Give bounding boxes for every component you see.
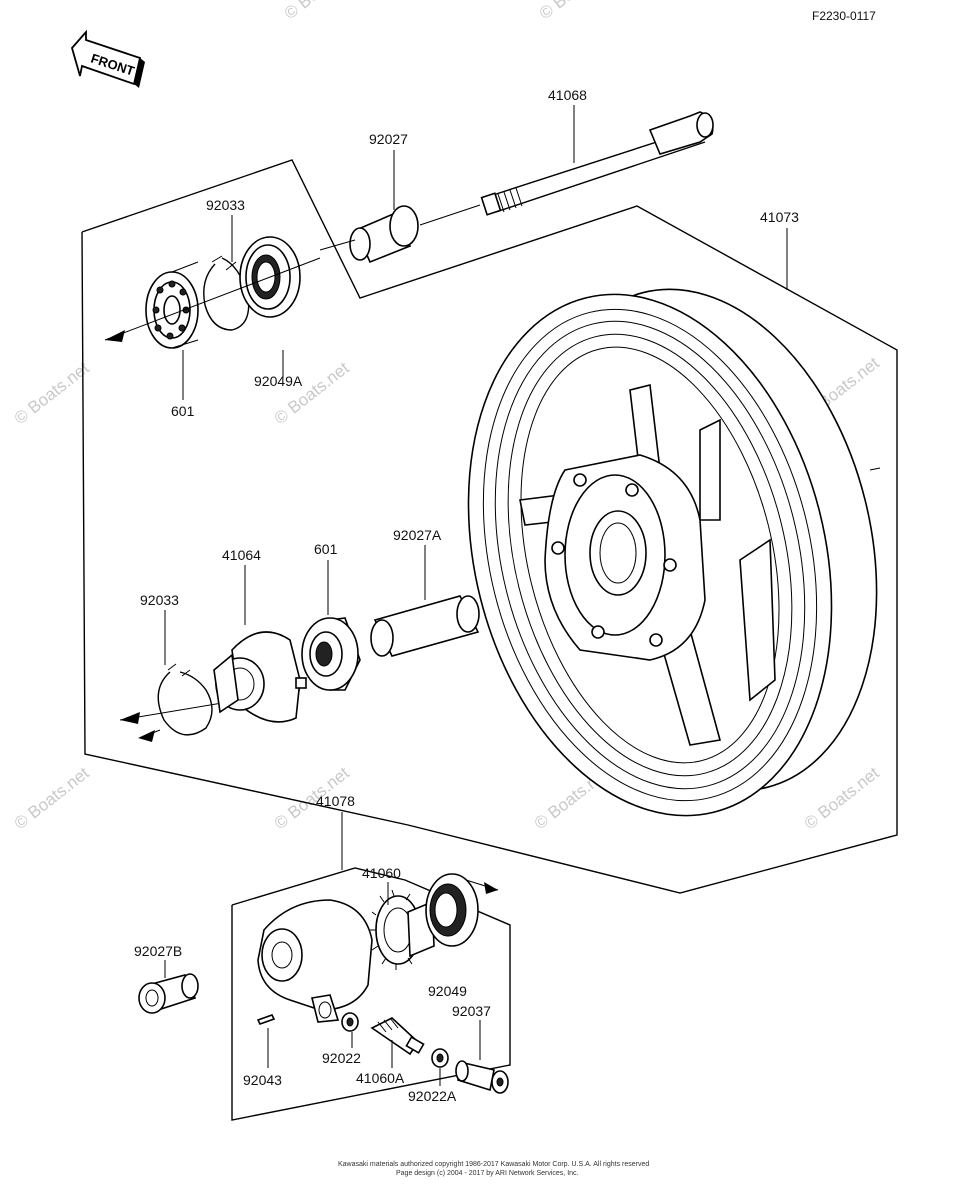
- part-label-601-mid: 601: [314, 541, 338, 557]
- part-label-92049A: 92049A: [254, 373, 303, 389]
- watermark: © Boats.net: [11, 763, 93, 833]
- bearing-601-mid: [301, 617, 361, 691]
- part-label-92027: 92027: [369, 131, 408, 147]
- assembly-outline: [81, 159, 898, 1121]
- part-label-41060A: 41060A: [356, 1070, 405, 1086]
- watermark: © Boats.net: [536, 0, 618, 23]
- footer: Kawasaki materials authorized copyright …: [338, 1161, 649, 1177]
- watermark: © Boats.net: [801, 763, 883, 833]
- part-label-92027B: 92027B: [134, 943, 182, 959]
- part-label-92022A: 92022A: [408, 1088, 457, 1104]
- part-label-41064: 41064: [222, 547, 261, 563]
- copyright-line: Kawasaki materials authorized copyright …: [338, 1161, 649, 1168]
- collar-92027: [319, 204, 481, 264]
- part-label-92043: 92043: [243, 1072, 282, 1088]
- bushing-92027B: [138, 973, 199, 1014]
- part-label-92027A: 92027A: [393, 527, 442, 543]
- reference-code: F2230-0117: [812, 9, 876, 23]
- washer-92022: [341, 1012, 359, 1032]
- part-label-41073: 41073: [760, 209, 799, 225]
- part-label-92033-top: 92033: [206, 197, 245, 213]
- part-label-41068: 41068: [548, 87, 587, 103]
- part-label-92049: 92049: [428, 983, 467, 999]
- part-label-41060: 41060: [362, 865, 401, 881]
- bearing-601-top: [145, 261, 199, 349]
- circlip-92033-mid: [157, 663, 213, 736]
- part-label-601-top: 601: [171, 403, 195, 419]
- watermark: © Boats.net: [281, 0, 363, 23]
- part-label-92033-mid: 92033: [140, 592, 179, 608]
- part-labels: 41068 92027 41073 92033 92049A 601 41064…: [134, 87, 799, 1104]
- part-label-41078: 41078: [316, 793, 355, 809]
- speedometer-gear-housing-41064: [213, 631, 307, 723]
- part-label-92022: 92022: [322, 1050, 361, 1066]
- washer-92022A: [431, 1048, 449, 1068]
- leader-lines: [164, 105, 788, 1086]
- wheel-41073: [467, 288, 881, 817]
- watermark: © Boats.net: [11, 358, 93, 428]
- front-arrow-icon: FRONT: [71, 29, 145, 88]
- page-design-line: Page design (c) 2004 - 2017 by ARI Netwo…: [396, 1170, 579, 1177]
- pinion-41060A: [370, 1017, 425, 1056]
- gear-box-41078: [257, 899, 373, 1023]
- oil-seal-92049: [425, 873, 499, 947]
- spacer-92027A: [370, 595, 480, 657]
- part-label-92037: 92037: [452, 1003, 491, 1019]
- gear-41060: [370, 889, 435, 970]
- pin-92043: [256, 1014, 276, 1025]
- bushing-92037: [455, 1060, 509, 1094]
- axle-41068: [480, 111, 714, 216]
